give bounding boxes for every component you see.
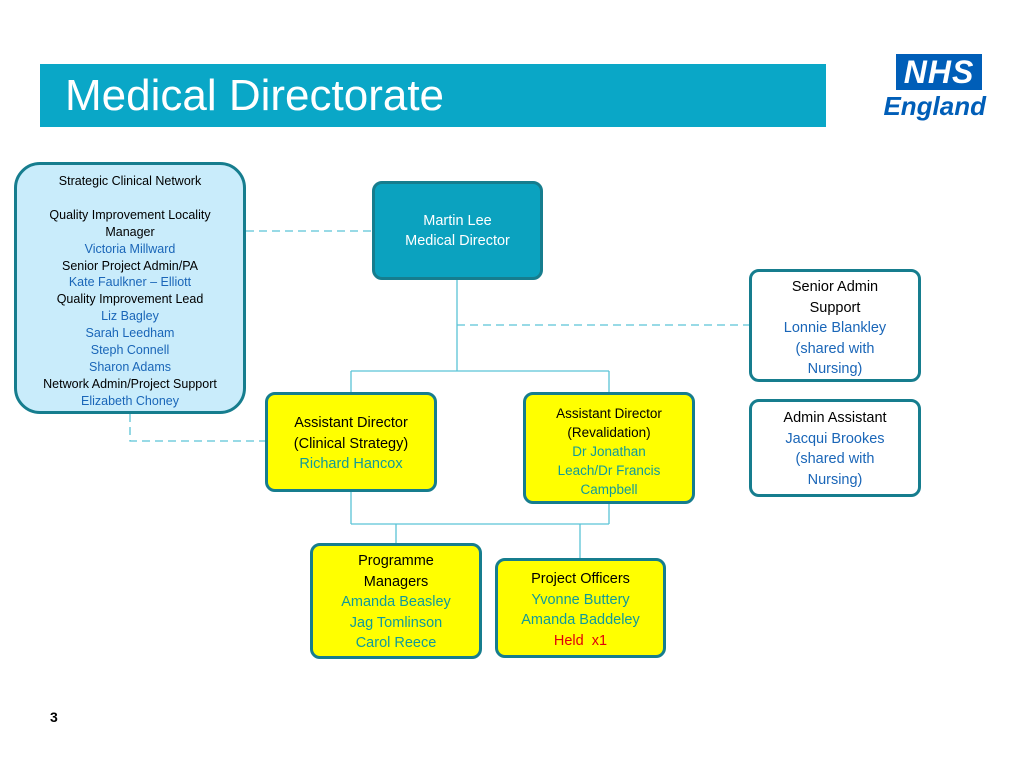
adrv-role-cont: (Revalidation) bbox=[567, 425, 651, 440]
pm-role-cont: Managers bbox=[363, 573, 429, 590]
po-name-amanda: Amanda Baddeley bbox=[521, 612, 640, 628]
assistant-director-clinical-strategy-box: Assistant Director (Clinical Strategy) R… bbox=[265, 392, 437, 492]
nhs-logo-mark: NHS bbox=[896, 54, 982, 90]
page-number: 3 bbox=[50, 709, 58, 725]
pm-name-jag: Jag Tomlinson bbox=[349, 614, 443, 631]
admin-assistant-box: Admin Assistant Jacqui Brookes (shared w… bbox=[749, 399, 921, 497]
po-held: Held x1 bbox=[553, 632, 608, 649]
md-role: Medical Director bbox=[405, 232, 510, 249]
snc-name-steph: Steph Connell bbox=[90, 343, 170, 358]
snc-name-elizabeth: Elizabeth Choney bbox=[81, 393, 179, 408]
snc-role-locality-manager-cont: Manager bbox=[105, 224, 155, 239]
strategic-clinical-network-box: Strategic Clinical Network Quality Impro… bbox=[14, 162, 246, 414]
snc-heading: Strategic Clinical Network bbox=[58, 174, 202, 188]
snc-spacer bbox=[17, 190, 243, 207]
aa-role: Admin Assistant bbox=[783, 410, 887, 426]
pm-name-carol: Carol Reece bbox=[355, 635, 437, 651]
pm-role: Programme bbox=[358, 553, 434, 569]
sas-role: Senior Admin bbox=[791, 279, 879, 295]
aa-note-cont: Nursing) bbox=[807, 471, 863, 488]
nhs-england-logo: NHS England bbox=[868, 54, 988, 124]
project-officers-box: Project Officers Yvonne Buttery Amanda B… bbox=[495, 558, 666, 658]
adcs-role-cont: (Clinical Strategy) bbox=[293, 435, 409, 452]
po-role: Project Officers bbox=[531, 571, 630, 587]
programme-managers-box: Programme Managers Amanda Beasley Jag To… bbox=[310, 543, 482, 659]
aa-name: Jacqui Brookes bbox=[785, 430, 885, 447]
adcs-role: Assistant Director bbox=[294, 415, 408, 431]
snc-name-sharon: Sharon Adams bbox=[89, 359, 171, 374]
adrv-name: Dr Jonathan bbox=[572, 444, 646, 459]
snc-role-qi-lead: Quality Improvement Lead bbox=[56, 292, 204, 307]
adrv-name-cont: Leach/Dr Francis bbox=[557, 463, 661, 478]
snc-name-liz: Liz Bagley bbox=[101, 309, 159, 324]
medical-director-box: Martin Lee Medical Director bbox=[372, 181, 543, 280]
snc-name-sarah: Sarah Leedham bbox=[85, 326, 175, 341]
dashed-snc-ad bbox=[129, 414, 265, 442]
title-bar: Medical Directorate bbox=[40, 64, 826, 127]
adrv-name-cont2: Campbell bbox=[580, 482, 638, 497]
senior-admin-support-box: Senior Admin Support Lonnie Blankley (sh… bbox=[749, 269, 921, 382]
snc-role-network-admin: Network Admin/Project Support bbox=[43, 376, 217, 391]
page-title: Medical Directorate bbox=[65, 71, 445, 120]
sas-note: (shared with bbox=[795, 340, 875, 357]
sas-name: Lonnie Blankley bbox=[783, 320, 887, 336]
snc-name-kate: Kate Faulkner – Elliott bbox=[68, 275, 192, 290]
pm-name-amanda: Amanda Beasley bbox=[341, 594, 451, 610]
md-name: Martin Lee bbox=[423, 212, 492, 229]
sas-role-cont: Support bbox=[809, 299, 861, 316]
aa-note: (shared with bbox=[795, 451, 875, 467]
adrv-role: Assistant Director bbox=[556, 406, 662, 421]
snc-role-senior-admin: Senior Project Admin/PA bbox=[62, 258, 198, 273]
snc-name-victoria: Victoria Millward bbox=[84, 241, 176, 256]
nhs-logo-wordmark: England bbox=[883, 91, 986, 121]
po-name-yvonne: Yvonne Buttery bbox=[531, 591, 630, 608]
snc-role-locality-manager: Quality Improvement Locality bbox=[49, 207, 211, 222]
adcs-name: Richard Hancox bbox=[299, 456, 403, 472]
sas-note-cont: Nursing) bbox=[807, 361, 863, 377]
assistant-director-revalidation-box: Assistant Director (Revalidation) Dr Jon… bbox=[523, 392, 695, 504]
